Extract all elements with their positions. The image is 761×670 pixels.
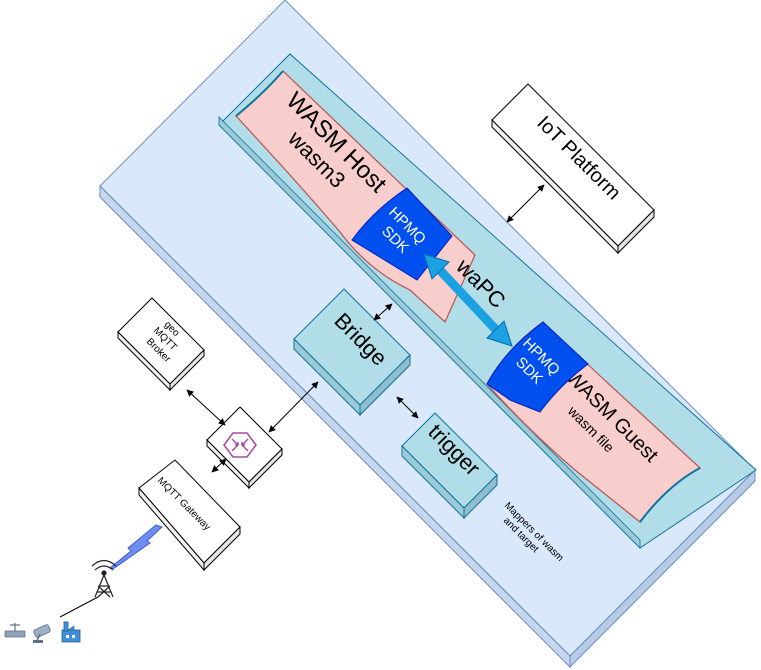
iot-platform-connector [506, 184, 545, 223]
factory-device-icon [61, 621, 81, 643]
cell-tower-icon [91, 559, 117, 598]
mqtt-broker-box [117, 297, 205, 392]
connectors [186, 184, 545, 473]
antenna-device-icon [4, 623, 26, 638]
wireless-signal-icon [108, 524, 163, 570]
broker-router-connector [186, 389, 226, 426]
bridge-trigger-connector [396, 396, 419, 419]
trigger-box [401, 412, 498, 520]
guest-hpmq-sdk-box [486, 321, 589, 413]
iot-platform-box [491, 83, 655, 255]
bridge-host-connector [373, 303, 393, 321]
router-icon [223, 432, 257, 458]
camera-device-icon [33, 624, 51, 643]
wapc-arrow [423, 253, 513, 347]
router-gateway-connector [211, 458, 227, 473]
edge-devices-group [4, 621, 81, 643]
tower-to-devices-line [59, 596, 99, 618]
bridge-box [293, 288, 411, 417]
mqtt-gateway-box [138, 459, 241, 572]
bridge-router-connector [268, 381, 319, 433]
